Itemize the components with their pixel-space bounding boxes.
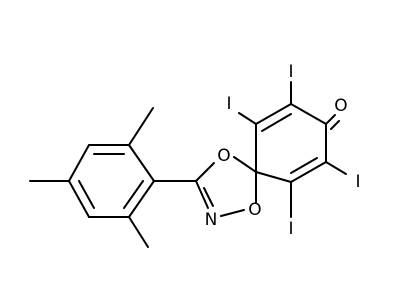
oxygen-label-ring-bottom: O — [248, 200, 261, 220]
bond — [255, 103, 292, 125]
iodine-bond-right — [325, 161, 347, 175]
ketone-bond-inner — [330, 120, 340, 130]
bond — [128, 180, 155, 218]
oxygen-label-ring-top: O — [217, 146, 230, 166]
iodine-bond-upper-left — [238, 112, 257, 125]
iodine-label-right: I — [355, 172, 360, 192]
bond-double-outer — [195, 180, 209, 209]
bond-inner — [123, 180, 144, 209]
bond-inner — [261, 113, 292, 132]
bond-inner — [78, 180, 95, 209]
bond — [68, 180, 90, 218]
bond-inner — [290, 157, 318, 174]
bond — [195, 162, 215, 182]
bond — [290, 103, 327, 125]
bond-double-inner — [203, 187, 214, 207]
iodine-label-upper-left: I — [226, 94, 231, 114]
ketone-bond — [325, 114, 336, 125]
methyl-bond-bottom — [128, 216, 149, 248]
nitrogen-label-ring: N — [205, 210, 218, 230]
methyl-bond-top — [128, 107, 154, 146]
atom-label-layer: I I O O I O N I — [205, 62, 361, 239]
bond — [233, 156, 257, 173]
bond — [68, 144, 90, 182]
bond — [290, 161, 327, 183]
oxygen-label-ketone: O — [334, 96, 347, 116]
bond — [128, 144, 155, 182]
iodine-label-top: I — [288, 62, 293, 82]
iodine-label-bottom: I — [288, 219, 293, 239]
bond — [220, 209, 245, 217]
bond-layer — [29, 81, 347, 248]
bond — [255, 171, 292, 183]
